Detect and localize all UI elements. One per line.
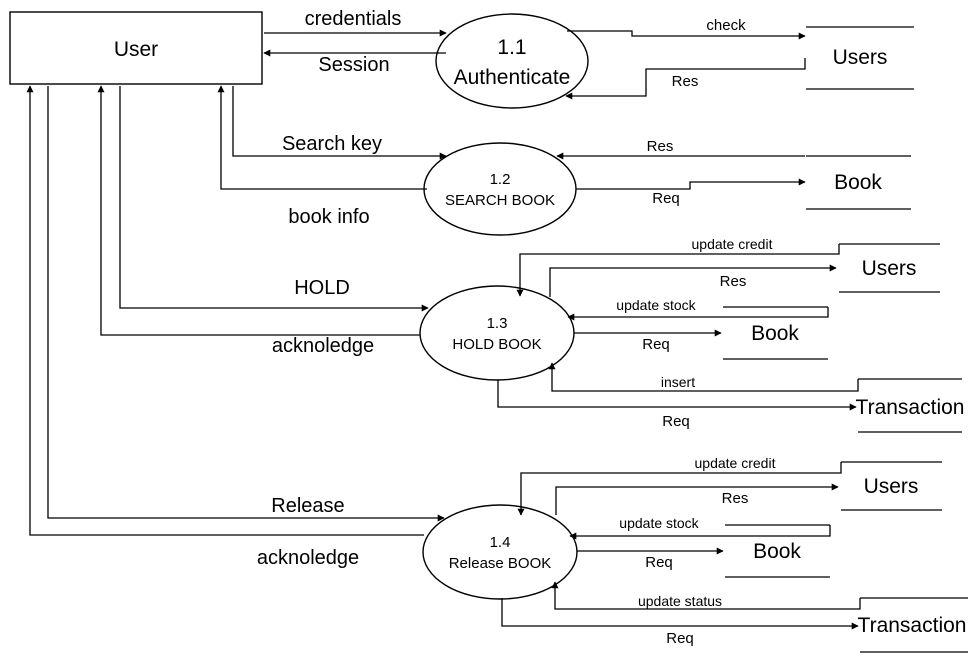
flow-hold-update-credit-label: update credit	[692, 236, 773, 252]
process-search-book-id: 1.2	[490, 171, 511, 188]
process-hold-book-id: 1.3	[487, 315, 508, 332]
store-users-auth-label: Users	[833, 46, 888, 69]
flow-hold-update-credit	[516, 244, 840, 297]
process-search-book-name: SEARCH BOOK	[445, 192, 555, 209]
store-book-hold-label: Book	[751, 322, 799, 345]
flow-hold-trans-req-label: Req	[662, 413, 690, 430]
store-users-release: Users	[841, 461, 942, 511]
flow-hold-trans-req	[497, 380, 857, 411]
store-transaction-release: Transaction	[858, 597, 968, 653]
store-transaction-hold: Transaction	[856, 378, 965, 433]
flow-hold-insert	[548, 362, 859, 392]
flow-hold-res-label: Res	[720, 273, 747, 290]
flow-release-res-label: Res	[722, 490, 749, 507]
flow-hold-update-stock	[567, 307, 829, 321]
store-book-search: Book	[806, 155, 911, 210]
flow-check-label: check	[706, 17, 746, 34]
flow-release	[47, 86, 445, 522]
flow-release-update-status-label: update status	[638, 593, 722, 609]
flow-book-info	[217, 85, 427, 190]
process-release-book: 1.4 Release BOOK	[422, 504, 578, 600]
flow-check	[567, 30, 806, 40]
flow-release-update-stock	[569, 525, 831, 540]
flow-hold	[119, 86, 429, 312]
flow-auth-res-label: Res	[672, 73, 699, 90]
flow-session-label: Session	[318, 54, 389, 76]
store-transaction-release-label: Transaction	[858, 614, 967, 637]
process-hold-book: 1.3 HOLD BOOK	[419, 285, 575, 381]
flow-hold-label: HOLD	[294, 277, 350, 299]
process-authenticate-name: Authenticate	[454, 66, 571, 89]
store-users-release-label: Users	[864, 475, 919, 498]
flow-search-req-label: Req	[652, 190, 680, 207]
user-entity-label: User	[114, 38, 158, 61]
flow-hold-insert-label: insert	[661, 374, 695, 390]
flow-auth-res	[565, 58, 806, 100]
store-transaction-hold-label: Transaction	[856, 396, 965, 419]
store-book-search-label: Book	[834, 171, 882, 194]
process-authenticate-id: 1.1	[497, 36, 526, 59]
store-book-release: Book	[725, 524, 830, 578]
store-users-hold: Users	[839, 243, 940, 293]
flow-release-ack-label: acknoledge	[257, 547, 359, 569]
flow-hold-ack	[97, 85, 420, 336]
flow-release-res	[555, 483, 839, 515]
flow-credentials-label: credentials	[305, 8, 402, 30]
flow-release-trans-req-label: Req	[666, 630, 694, 647]
process-release-book-id: 1.4	[490, 534, 511, 551]
store-book-release-label: Book	[753, 540, 801, 563]
flow-search-key	[232, 86, 447, 160]
flow-hold-res	[549, 264, 837, 297]
flow-release-trans-req	[501, 598, 859, 630]
store-users-auth: Users	[806, 26, 914, 90]
flow-search-key-label: Search key	[282, 133, 382, 155]
process-hold-book-name: HOLD BOOK	[452, 336, 541, 353]
flow-release-update-credit	[517, 462, 842, 516]
flow-search-req	[576, 178, 806, 190]
user-entity: User	[9, 11, 263, 85]
flow-release-update-credit-label: update credit	[695, 455, 776, 471]
flow-book-info-label: book info	[288, 206, 369, 228]
store-users-hold-label: Users	[862, 257, 917, 280]
flow-release-update-stock-label: update stock	[619, 515, 699, 531]
flow-release-book-req-label: Req	[645, 554, 673, 571]
process-release-book-name: Release BOOK	[449, 555, 552, 572]
process-search-book: 1.2 SEARCH BOOK	[423, 142, 577, 236]
flow-hold-update-stock-label: update stock	[616, 297, 696, 313]
store-book-hold: Book	[723, 306, 828, 360]
flow-release-ack	[26, 85, 424, 536]
flow-release-update-status	[551, 581, 861, 610]
flow-search-res-label: Res	[647, 138, 674, 155]
flow-hold-ack-label: acknoledge	[272, 335, 374, 357]
flow-release-label: Release	[271, 495, 344, 517]
flow-hold-book-req-label: Req	[642, 336, 670, 353]
process-authenticate: 1.1 Authenticate	[435, 13, 589, 109]
